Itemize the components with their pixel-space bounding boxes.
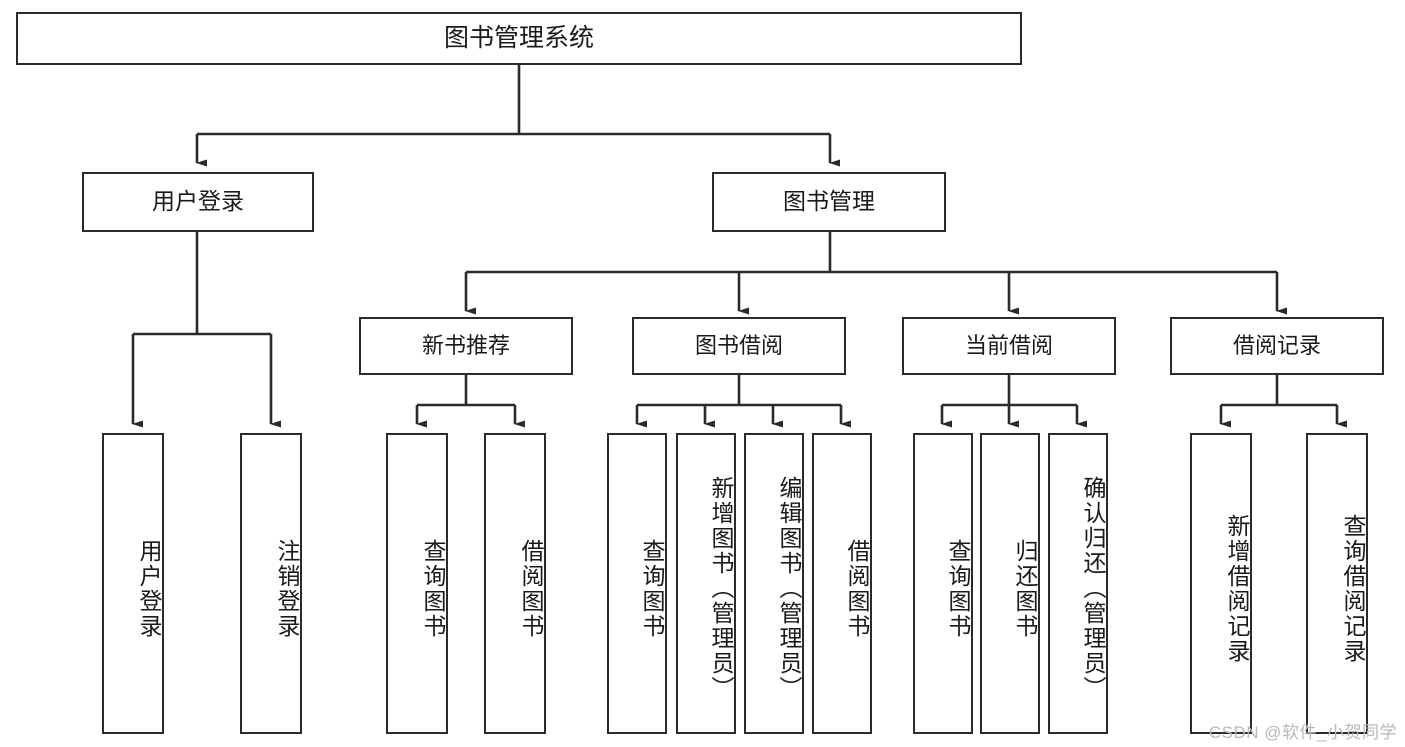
leaf-current-borrow-query[interactable]: 查询图书 — [913, 433, 973, 734]
node-label: 查询图书 — [420, 538, 446, 639]
node-label: 借阅图书 — [844, 538, 870, 639]
node-label: 注销登录 — [274, 538, 300, 639]
node-root-system[interactable]: 图书管理系统 — [16, 12, 1022, 65]
leaf-borrow-record-add[interactable]: 新增借阅记录 — [1190, 433, 1252, 734]
leaf-current-borrow-confirm[interactable]: 确认归还（管理员） — [1048, 433, 1108, 734]
node-label: 归还图书 — [1012, 538, 1038, 639]
node-label: 借阅记录 — [1232, 333, 1321, 359]
leaf-book-borrow-edit[interactable]: 编辑图书（管理员） — [744, 433, 804, 734]
leaf-current-borrow-return[interactable]: 归还图书 — [980, 433, 1040, 734]
node-label: 用户登录 — [136, 538, 162, 639]
leaf-user-login-signout[interactable]: 注销登录 — [240, 433, 302, 734]
node-borrow-record[interactable]: 借阅记录 — [1170, 317, 1384, 375]
node-label: 图书管理系统 — [443, 23, 594, 52]
leaf-book-borrow-add[interactable]: 新增图书（管理员） — [676, 433, 736, 734]
leaf-new-book-query[interactable]: 查询图书 — [386, 433, 448, 734]
node-label: 新增借阅记录 — [1224, 513, 1250, 664]
node-user-login[interactable]: 用户登录 — [82, 172, 314, 232]
node-new-book-recommend[interactable]: 新书推荐 — [359, 317, 573, 375]
leaf-borrow-record-query[interactable]: 查询借阅记录 — [1306, 433, 1368, 734]
node-label: 查询图书 — [945, 538, 971, 639]
csdn-watermark: CSDN @软件_小贺同学 — [1208, 723, 1397, 742]
leaf-user-login-signin[interactable]: 用户登录 — [102, 433, 164, 734]
node-label: 查询借阅记录 — [1340, 513, 1366, 664]
leaf-new-book-borrow[interactable]: 借阅图书 — [484, 433, 546, 734]
node-label: 查询图书 — [639, 538, 665, 639]
node-label: 用户登录 — [152, 188, 244, 215]
leaf-book-borrow-lend[interactable]: 借阅图书 — [812, 433, 872, 734]
node-book-manage[interactable]: 图书管理 — [712, 172, 946, 232]
node-label: 新增图书（管理员） — [708, 476, 734, 701]
node-label: 确认归还（管理员） — [1080, 476, 1106, 701]
node-current-borrow[interactable]: 当前借阅 — [902, 317, 1116, 375]
node-label: 编辑图书（管理员） — [776, 476, 802, 701]
leaf-book-borrow-query[interactable]: 查询图书 — [607, 433, 667, 734]
node-label: 借阅图书 — [518, 538, 544, 639]
node-label: 图书管理 — [783, 188, 875, 215]
node-book-borrow[interactable]: 图书借阅 — [632, 317, 846, 375]
node-label: 当前借阅 — [964, 333, 1053, 359]
node-label: 新书推荐 — [421, 333, 510, 359]
node-label: 图书借阅 — [694, 333, 783, 359]
